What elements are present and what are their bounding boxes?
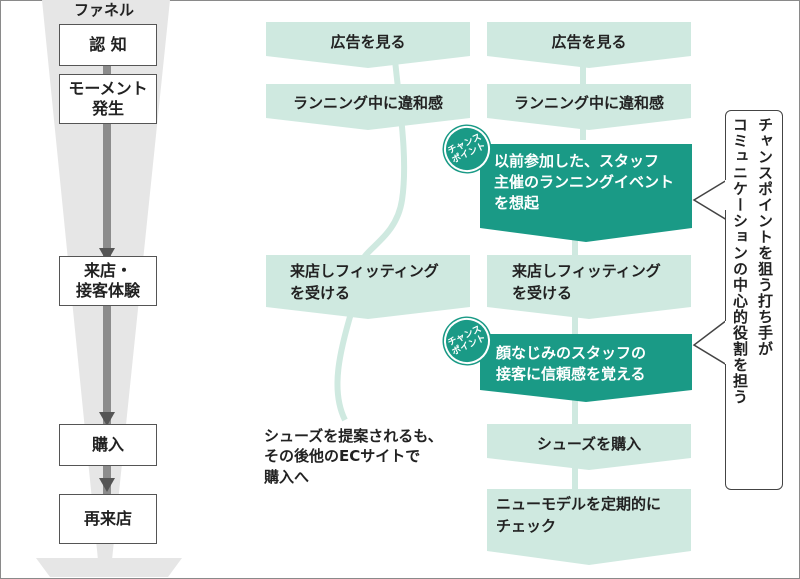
left-step-fitting: 来店しフィッティング を受ける (290, 262, 439, 302)
left-step-ad-shape (266, 22, 470, 68)
left-outcome: シューズを提案されるも、 その後他のECサイトで 購入へ (264, 427, 443, 486)
right-step-fitting: 来店しフィッティング を受ける (512, 262, 661, 302)
stage-purchase: 購入 (59, 424, 157, 466)
chance-point-2-shape (480, 334, 692, 402)
right-step-discomfort-shape (487, 84, 691, 130)
right-step-ad: 広告を見る (551, 33, 627, 51)
chance-point-2-text: 顔なじみのスタッフの 接客に信頼感を覚える (496, 344, 647, 383)
callout-pointers (692, 178, 728, 367)
right-step-check-shape (487, 489, 691, 565)
stage-revisit: 再来店 (59, 494, 157, 544)
right-step-ad-shape (487, 22, 691, 68)
right-step-purchase-shape (487, 424, 691, 470)
chance-point-1-text: 以前参加した、スタッフ 主催のランニングイベント を想起 (494, 152, 675, 212)
callout-cover-2 (725, 321, 729, 364)
callout-cover-1 (725, 180, 729, 210)
right-step-purchase: シューズを購入 (536, 435, 642, 453)
stage-visit: 来店・ 接客体験 (59, 256, 157, 306)
callout-text-col2: コミュニケーションの中心的役割を担う (731, 117, 749, 405)
callout-text-col1: チャンスポイントを狙う打ち手が (756, 117, 774, 357)
chance-point-1-shape (480, 144, 692, 242)
right-step-check: ニューモデルを定期的に チェック (496, 495, 662, 535)
funnel-title: ファネル (74, 1, 135, 19)
left-step-ad: 広告を見る (330, 33, 406, 51)
stage-awareness: 認 知 (59, 24, 157, 66)
left-step-fitting-shape (266, 255, 470, 319)
right-step-discomfort: ランニング中に違和感 (513, 94, 664, 112)
left-step-discomfort-shape (266, 84, 470, 130)
callout-box (725, 110, 783, 490)
left-step-discomfort: ランニング中に違和感 (292, 94, 443, 112)
stage-moment: モーメント 発生 (59, 74, 157, 124)
right-step-fitting-shape (487, 255, 691, 319)
